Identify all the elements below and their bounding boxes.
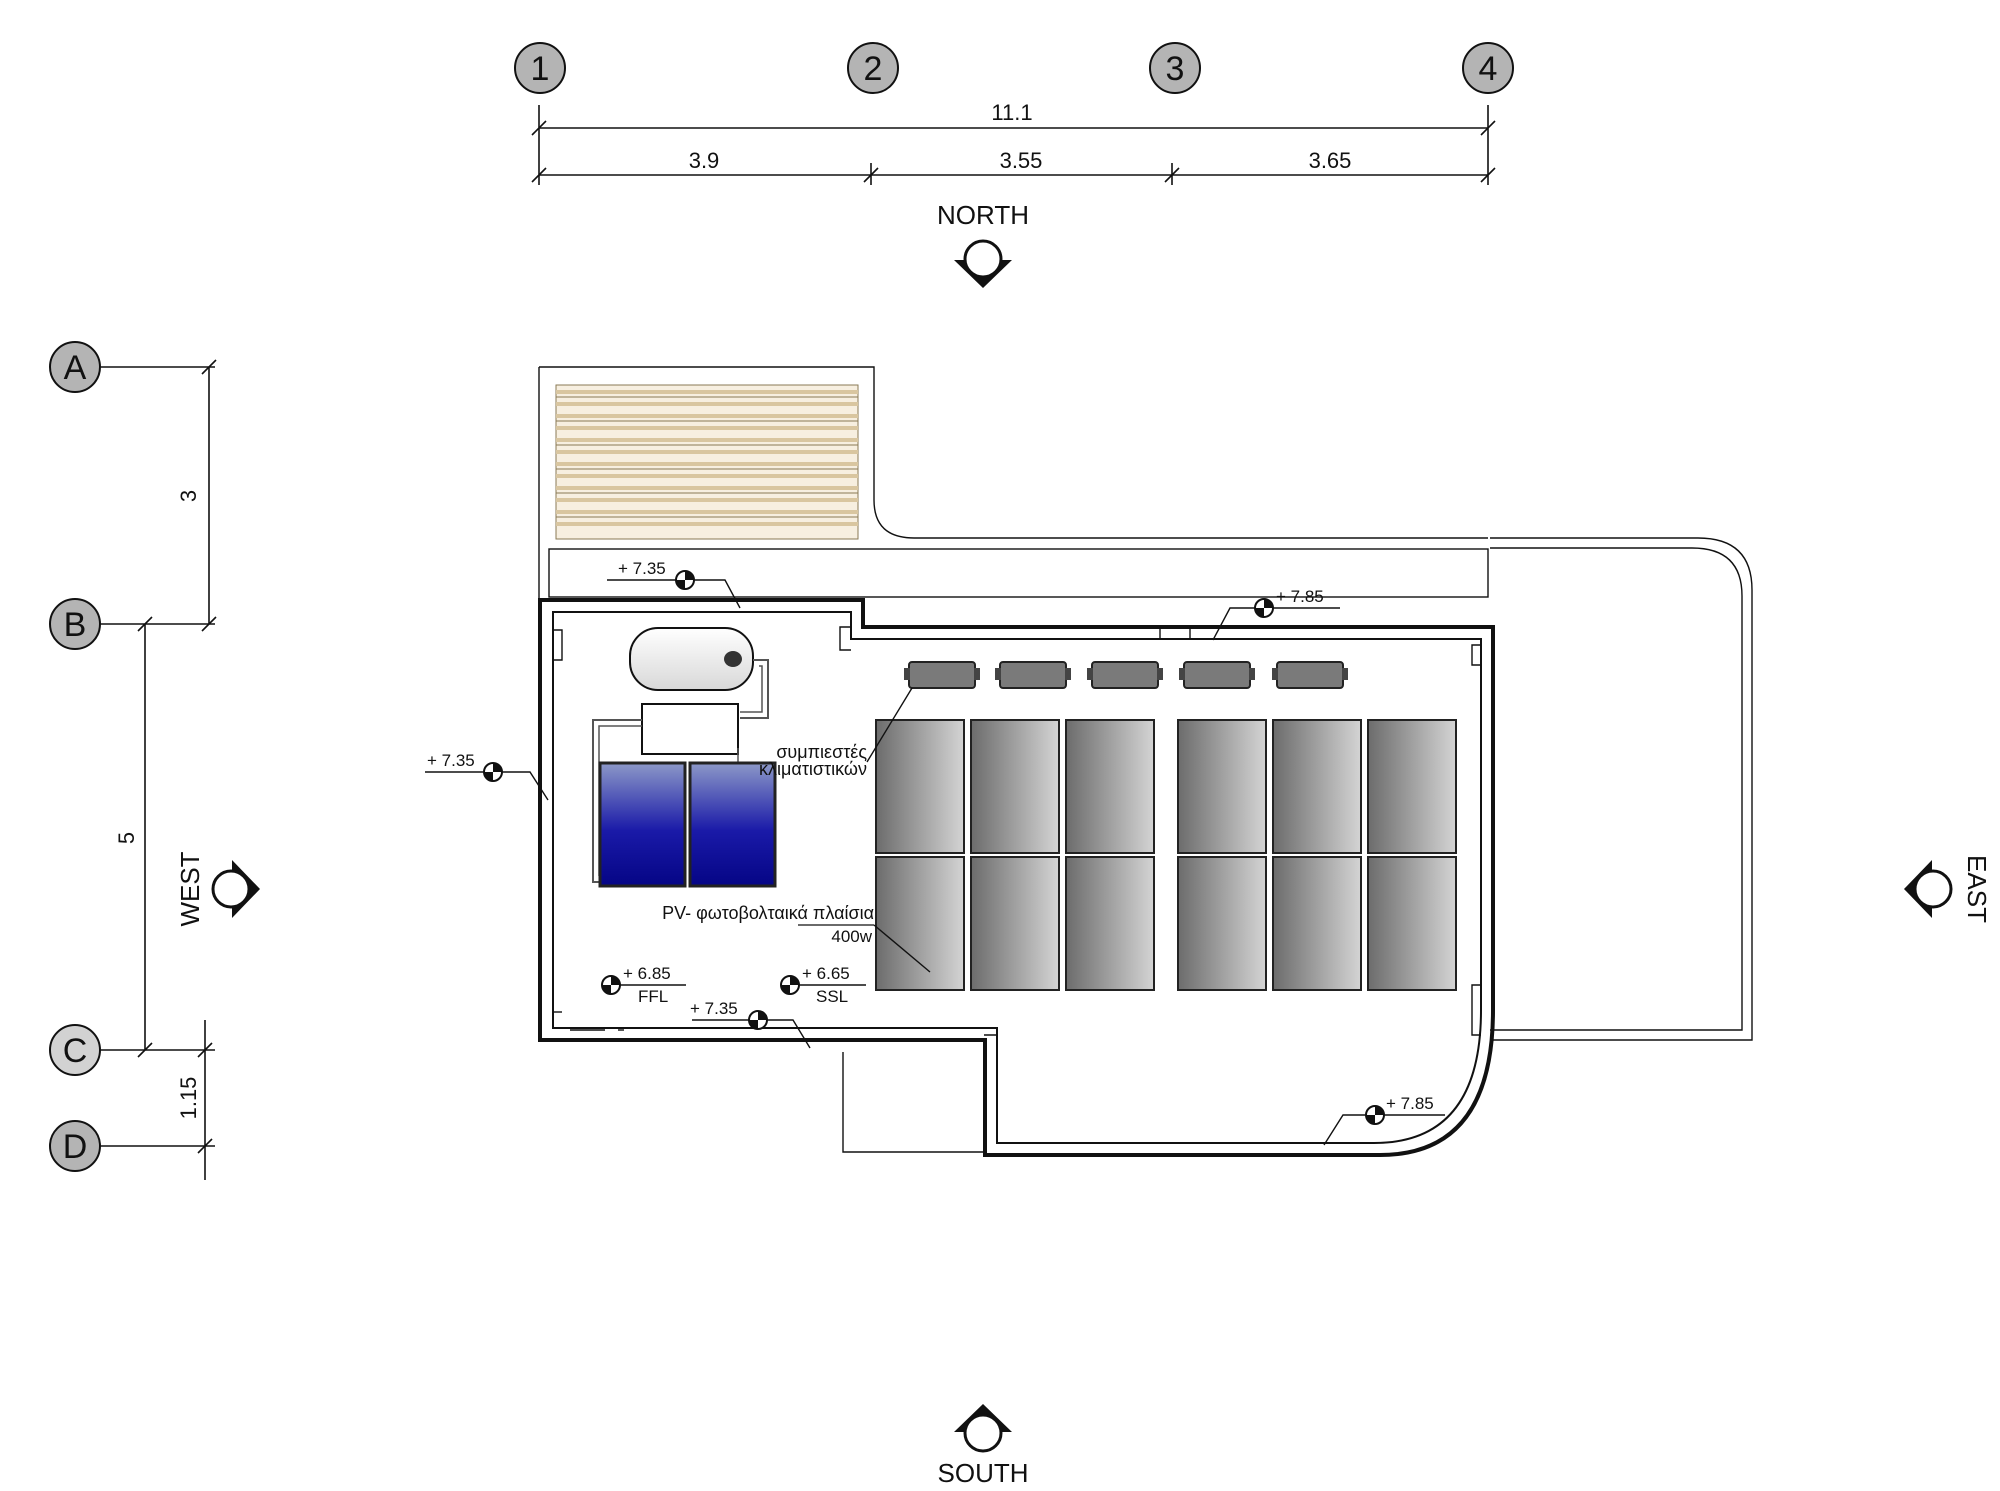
- level-value: + 6.85: [623, 964, 671, 983]
- grid-bubble-d: D: [49, 1120, 215, 1172]
- building-outline: [538, 366, 1753, 1153]
- grid-bubble-1: 1: [514, 42, 566, 94]
- dim-bay-3-4: 3.65: [1309, 148, 1352, 173]
- grid-label-1: 1: [531, 50, 550, 88]
- south-marker: SOUTH: [938, 1404, 1029, 1488]
- west-label: WEST: [175, 851, 205, 926]
- vertical-dimensions: [137, 359, 217, 1180]
- ac-compressor: [904, 661, 980, 689]
- solar-collector-2: [688, 761, 777, 888]
- compressors-label-line2: κλιματιστικών: [759, 759, 867, 779]
- level-value: + 6.65: [802, 964, 850, 983]
- level-marker: + 7.85: [1323, 1094, 1445, 1146]
- south-label: SOUTH: [938, 1458, 1029, 1488]
- ac-compressor: [1179, 661, 1255, 689]
- ac-compressor: [1272, 661, 1348, 689]
- dim-bay-2-3: 3.55: [1000, 148, 1043, 173]
- ac-compressors: [904, 661, 1348, 689]
- compressors-label-line1: συμπιεστές: [776, 742, 867, 762]
- grid-bubble-b: B: [49, 598, 215, 650]
- east-marker: EAST: [1904, 855, 1992, 923]
- pv-panel: [875, 856, 965, 991]
- level-reference: SSL: [816, 987, 848, 1006]
- grid-label-2: 2: [864, 50, 883, 88]
- level-marker: + 7.35: [425, 751, 549, 801]
- level-value: + 7.85: [1276, 587, 1324, 606]
- level-marker: + 6.65 SSL: [780, 964, 866, 1006]
- wall-drains: [553, 626, 1481, 1045]
- dim-bay-1-2: 3.9: [689, 148, 720, 173]
- grid-label-3: 3: [1166, 50, 1185, 88]
- dim-row-a-b: 3: [176, 490, 201, 502]
- pv-panel: [1272, 719, 1362, 854]
- level-value: + 7.85: [1386, 1094, 1434, 1113]
- pv-panel: [1367, 856, 1457, 991]
- dim-row-b-c: 5: [114, 832, 139, 844]
- pv-panel: [1065, 856, 1155, 991]
- grid-bubble-4: 4: [1462, 42, 1514, 94]
- level-reference: FFL: [638, 987, 668, 1006]
- pv-panel: [1272, 856, 1362, 991]
- grid-bubble-a: A: [49, 341, 215, 393]
- grid-label-4: 4: [1479, 50, 1498, 88]
- level-value: + 7.35: [618, 559, 666, 578]
- grid-bubble-c: C: [49, 1024, 215, 1076]
- row-grid-bubbles: A B C D: [49, 341, 215, 1172]
- stair-treads: [555, 384, 859, 540]
- grid-label-d: D: [63, 1128, 88, 1166]
- pv-panel-array: [875, 719, 1457, 991]
- pv-panels-label: PV- φωτοβολταικά πλαίσια: [662, 903, 874, 923]
- pv-panel: [970, 856, 1060, 991]
- pv-panel: [1065, 719, 1155, 854]
- pv-panel: [1177, 719, 1267, 854]
- pv-panels-note: PV- φωτοβολταικά πλαίσια 400w: [662, 903, 931, 973]
- north-label: NORTH: [937, 200, 1029, 230]
- grid-label-c: C: [63, 1032, 88, 1070]
- pv-panel: [970, 719, 1060, 854]
- level-marker: + 7.35: [607, 559, 741, 609]
- level-marker: + 7.85: [1212, 587, 1340, 641]
- compressors-note: συμπιεστές κλιματιστικών: [759, 687, 913, 779]
- pv-panel: [1177, 856, 1267, 991]
- solar-water-heater: [592, 627, 777, 888]
- grid-bubble-2: 2: [847, 42, 899, 94]
- level-value: + 7.35: [690, 999, 738, 1018]
- dim-overall: 11.1: [991, 100, 1032, 125]
- pv-power-label: 400w: [831, 927, 872, 946]
- solar-collector-1: [598, 761, 687, 888]
- grid-label-b: B: [64, 606, 87, 644]
- roof-parapet-wall: [538, 598, 1495, 1157]
- pv-panel: [1367, 719, 1457, 854]
- east-label: EAST: [1962, 855, 1992, 923]
- ac-compressor: [1087, 661, 1163, 689]
- pv-panel: [875, 719, 965, 854]
- grid-label-a: A: [64, 349, 87, 387]
- horizontal-dimensions: [531, 105, 1496, 185]
- west-marker: WEST: [175, 851, 260, 927]
- north-marker: NORTH: [937, 200, 1029, 288]
- level-marker: + 6.85 FFL: [601, 964, 686, 1006]
- pump-unit: [641, 703, 739, 755]
- level-value: + 7.35: [427, 751, 475, 770]
- column-grid-bubbles: 1 2 3 4: [514, 42, 1514, 94]
- level-marker: + 7.35: [690, 999, 811, 1049]
- grid-bubble-3: 3: [1149, 42, 1201, 94]
- ac-compressor: [995, 661, 1071, 689]
- dim-row-c-d: 1.15: [176, 1077, 201, 1120]
